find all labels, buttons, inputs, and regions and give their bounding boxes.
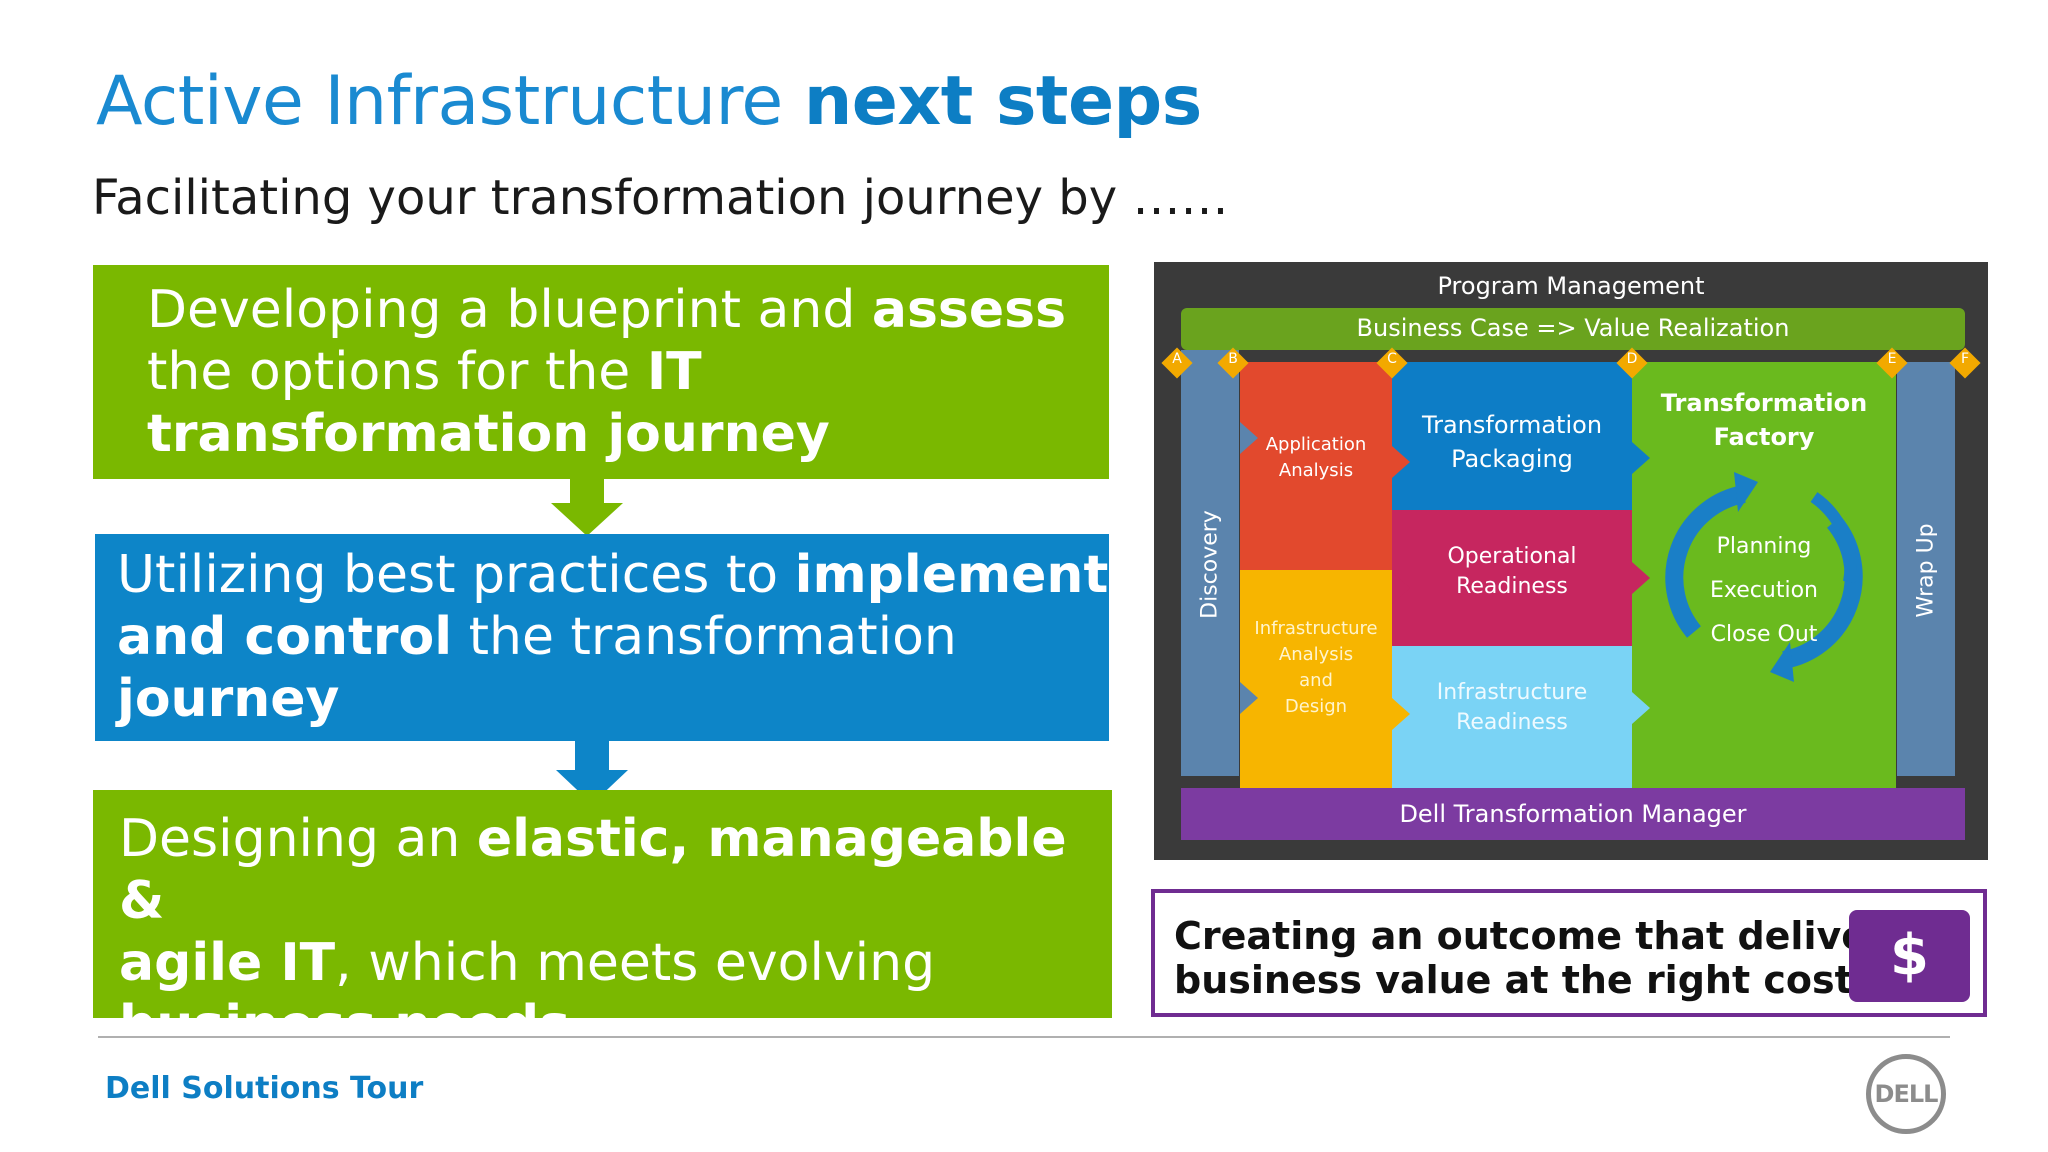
step-blueprint: Developing a blueprint and assess the op…: [93, 265, 1109, 479]
dollar-icon: $: [1849, 910, 1970, 1002]
connector-arrow: [1632, 442, 1650, 474]
connector-arrow: [1240, 422, 1258, 454]
footer-divider: [98, 1036, 1950, 1038]
cycle-step-planning: Planning: [1716, 534, 1812, 559]
cycle-step-execution: Execution: [1710, 578, 1818, 603]
down-arrow-blue: [575, 741, 609, 770]
step-implement: Utilizing best practices to implement an…: [95, 534, 1109, 741]
discovery-column: [1181, 350, 1239, 776]
step2-line2-bold: and control: [117, 607, 453, 667]
callout-text: Creating an outcome that delivers busine…: [1174, 914, 1908, 1002]
operational-readiness-label: Operational Readiness: [1447, 544, 1577, 599]
business-case-label: Business Case => Value Realization: [1356, 314, 1790, 342]
step2-line3-bold: journey: [117, 669, 340, 729]
milestone-e-label: E: [1887, 351, 1897, 367]
step3-line3-bold: business needs: [119, 995, 571, 1055]
step1-line2-bold: IT: [646, 342, 702, 402]
connector-arrow: [1392, 446, 1410, 478]
title-regular: Active Infrastructure: [96, 62, 783, 141]
down-arrow-green-head: [551, 503, 623, 536]
value-callout: [1151, 889, 1987, 1017]
step1-line3-bold: transformation journey: [147, 404, 830, 464]
connector-arrow: [1632, 692, 1650, 724]
transformation-packaging-label: Transformation Packaging: [1421, 411, 1603, 473]
page-title: Active Infrastructure next steps: [96, 62, 1202, 141]
connector-arrow: [1392, 572, 1410, 604]
step1-line1-text: Developing a blueprint and: [147, 280, 872, 340]
infrastructure-readiness-block: [1392, 646, 1632, 796]
callout-line1: Creating an outcome that delivers: [1174, 914, 1909, 958]
step3-line1-text: Designing an: [119, 809, 477, 869]
infrastructure-analysis-block: [1240, 570, 1392, 796]
milestone-b-label: B: [1228, 351, 1238, 367]
cycle-step-close-out: Close Out: [1710, 622, 1818, 647]
transformation-packaging-block: [1392, 362, 1632, 510]
down-arrow-green: [570, 479, 604, 503]
step-design: Designing an elastic, manageable & agile…: [93, 790, 1112, 1055]
step2-line1-bold: implement: [794, 545, 1109, 605]
transformation-diagram: Program Management Business Case => Valu…: [1154, 262, 1988, 860]
title-bold: next steps: [803, 62, 1202, 141]
application-analysis-block: [1240, 362, 1392, 570]
manager-label: Dell Transformation Manager: [1399, 800, 1747, 828]
application-analysis-label: Application Analysis: [1265, 434, 1367, 481]
wrap-up-label: Wrap Up: [1913, 523, 1939, 618]
milestone-c-label: C: [1387, 351, 1397, 367]
milestone-a-label: A: [1172, 351, 1182, 367]
dell-logo: DELL: [1866, 1054, 1946, 1134]
program-management-label: Program Management: [1437, 272, 1705, 300]
wrap-up-column: [1897, 362, 1955, 776]
step2-line2-text: the transformation: [452, 607, 957, 667]
callout-line2: business value at the right cost: [1174, 958, 1853, 1002]
step3-line2-bold: agile IT: [119, 933, 336, 993]
milestone-f-label: F: [1960, 351, 1970, 367]
step1-line1-bold: assess: [871, 280, 1067, 340]
discovery-label: Discovery: [1197, 510, 1223, 619]
step3-line1-bold: elastic, manageable &: [119, 809, 1067, 931]
infrastructure-analysis-label: Infrastructure Analysis and Design: [1254, 618, 1378, 717]
cycle-arrows: [1665, 472, 1863, 682]
step2-line1-text: Utilizing best practices to: [117, 545, 795, 605]
connector-arrow: [1632, 562, 1650, 594]
business-case-bar: [1181, 308, 1965, 350]
operational-readiness-block: [1392, 510, 1632, 646]
step1-line2-text: the options for the: [147, 342, 647, 402]
connector-arrow: [1392, 698, 1410, 730]
manager-bar: [1181, 788, 1965, 840]
infrastructure-readiness-label: Infrastructure Readiness: [1436, 680, 1588, 735]
footer-brand: Dell Solutions Tour: [105, 1071, 424, 1106]
connector-arrow: [1240, 682, 1258, 714]
page-subtitle: Facilitating your transformation journey…: [92, 170, 1229, 226]
milestone-d-label: D: [1626, 351, 1638, 367]
step3-line2-text: , which meets evolving: [335, 933, 936, 993]
transformation-factory-label: Transformation Factory: [1660, 389, 1868, 451]
